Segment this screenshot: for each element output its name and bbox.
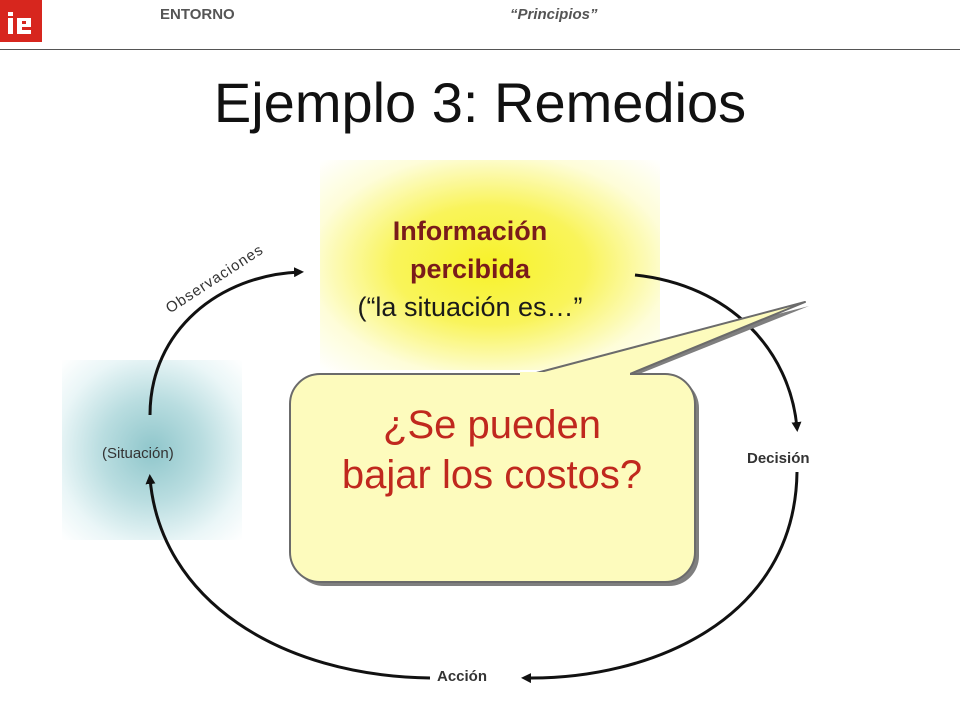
header-topic-label: “Principios”: [510, 6, 598, 23]
arrow-observations: [148, 267, 304, 416]
situation-label: (Situación): [102, 445, 174, 462]
slide-title: Ejemplo 3: Remedios: [213, 71, 747, 134]
callout-line2: bajar los costos?: [341, 453, 643, 497]
information-title-line1: Información: [392, 216, 548, 246]
arrow-action: [521, 471, 799, 684]
information-perceived: Información percibida (“la situación es……: [300, 212, 640, 326]
brand-logo-icon: [0, 0, 42, 42]
information-glow: [320, 160, 660, 370]
header-divider: [0, 49, 960, 50]
header-section-label: ENTORNO: [160, 6, 235, 23]
action-label: Acción: [437, 668, 488, 685]
information-subtitle: (“la situación es…”: [357, 292, 583, 322]
callout-line1: ¿Se pueden: [383, 403, 601, 447]
callout-bubble: [289, 301, 806, 583]
arrow-situation: [145, 474, 431, 680]
decision-label: Decisión: [747, 450, 810, 467]
callout-question: ¿Se pueden bajar los costos?: [292, 400, 692, 500]
information-title-line2: percibida: [409, 254, 531, 284]
